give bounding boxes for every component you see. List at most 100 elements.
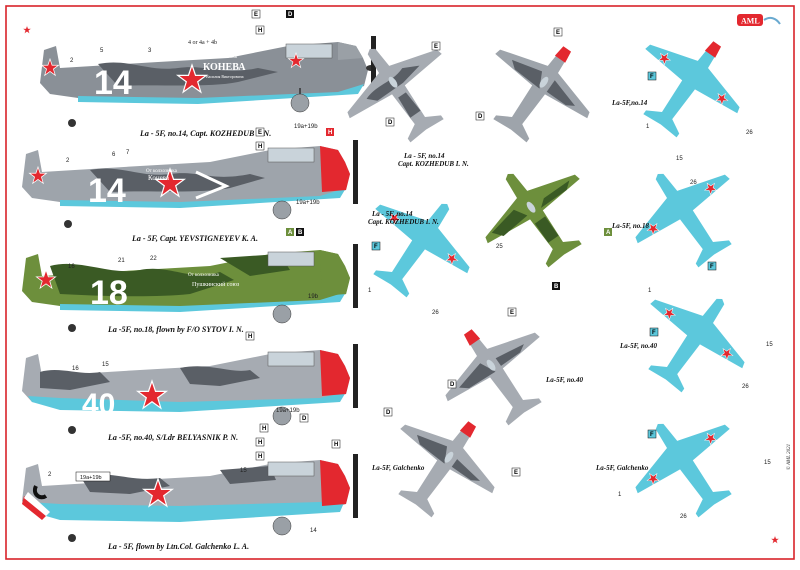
- plan-underside-no40: [618, 266, 769, 413]
- side4-number: 40: [82, 388, 115, 421]
- svg-text:22: 22: [150, 256, 157, 262]
- plan-underside-1: [613, 11, 764, 158]
- plan-caption-kozhedub-top-1: La - 5F, no.14: [403, 152, 445, 160]
- svg-text:15: 15: [766, 342, 773, 348]
- plan-caption-no40-mid: La-5F, no.40: [545, 376, 584, 384]
- side2-inscription-1: От колхозника: [146, 169, 178, 174]
- plan-caption-no14-right: La-5F,no.14: [611, 99, 648, 107]
- svg-text:E: E: [556, 30, 560, 36]
- svg-text:F: F: [650, 74, 654, 80]
- svg-text:H: H: [248, 334, 252, 340]
- svg-text:H: H: [262, 426, 266, 432]
- corner-star-top: [22, 25, 32, 34]
- svg-text:15: 15: [764, 460, 771, 466]
- side2-inscription-2: Конева: [148, 174, 170, 182]
- svg-text:E: E: [258, 130, 262, 136]
- corner-star-bottom: [770, 535, 780, 544]
- svg-text:26: 26: [680, 514, 687, 520]
- side-view-2: 14 От колхозника Конева E H H 2 6 7 19a+…: [22, 127, 358, 228]
- svg-text:5: 5: [100, 48, 104, 54]
- plan-callouts: 1 26 15 26 1 26 25 1 15 26 1 26 15: [368, 124, 773, 520]
- svg-text:A: A: [606, 230, 611, 236]
- svg-text:E: E: [434, 44, 438, 50]
- side1-inscription-3: Василия Викторовича: [206, 74, 244, 79]
- svg-text:F: F: [374, 244, 378, 250]
- svg-text:AML: AML: [741, 17, 760, 26]
- plan-kozhedub-top: [323, 16, 474, 163]
- side2-number: 14: [88, 172, 126, 210]
- svg-text:16: 16: [68, 264, 75, 270]
- side5-caption: La - 5F, flown by Ltn.Col. Galchenko L. …: [107, 542, 249, 551]
- plan-caption-no18-right: La-5F, no.18: [611, 222, 650, 230]
- svg-text:1: 1: [368, 288, 372, 294]
- svg-text:H: H: [258, 440, 262, 446]
- plan-caption-kozhedub-blue-2: Capt. KOZHEDUB I. N.: [368, 218, 439, 226]
- svg-text:F: F: [652, 330, 656, 336]
- side1-number: 14: [94, 64, 132, 102]
- svg-text:H: H: [328, 130, 332, 136]
- svg-text:19a+19b: 19a+19b: [276, 408, 300, 414]
- svg-text:14: 14: [310, 528, 317, 534]
- svg-text:26: 26: [742, 384, 749, 390]
- svg-text:E: E: [514, 470, 518, 476]
- svg-text:D: D: [288, 12, 293, 18]
- svg-text:D: D: [386, 410, 391, 416]
- plan-galchenko-top: [368, 391, 519, 538]
- svg-text:F: F: [710, 264, 714, 270]
- plan-caption-kozhedub-top-2: Capt. KOZHEDUB I. N.: [398, 160, 469, 168]
- plan-underside-kozhedub: [343, 171, 494, 318]
- side1-inscription-1: От колхозника: [206, 55, 238, 60]
- svg-text:7: 7: [126, 150, 130, 156]
- plan-yevstigneyev-top: [463, 16, 614, 163]
- plan-letter-boxes: E D E D F F A B F F D E E D F: [371, 27, 717, 477]
- svg-text:19a+19b: 19a+19b: [294, 124, 318, 130]
- plan-caption-no40-right: La-5F, no.40: [619, 342, 658, 350]
- svg-text:16: 16: [72, 366, 79, 372]
- plan-caption-galchenko-right: La-5F, Galchenko: [595, 464, 649, 472]
- svg-text:15: 15: [676, 156, 683, 162]
- svg-text:F: F: [650, 432, 654, 438]
- svg-text:15: 15: [240, 468, 247, 474]
- svg-text:1: 1: [618, 492, 622, 498]
- side3-number: 18: [90, 274, 128, 312]
- side-view-1: 14 От колхозника КОНЕВА Василия Викторов…: [40, 9, 376, 130]
- side3-inscription-1: От колхозника: [188, 273, 220, 278]
- plan-underside-no18: [611, 141, 762, 288]
- svg-text:H: H: [258, 144, 262, 150]
- svg-text:A: A: [288, 230, 293, 236]
- side2-caption: La - 5F, Capt. YEVSTIGNEYEV K. A.: [131, 234, 258, 243]
- svg-text:D: D: [302, 416, 307, 422]
- side-view-4: 40 H H D 16 15 19a+19b: [22, 331, 358, 434]
- side3-inscription-2: Пушкинский союз: [192, 281, 240, 288]
- side1-inscription-2: КОНЕВА: [203, 62, 246, 73]
- copyright: © AML 2021: [786, 444, 792, 470]
- svg-text:D: D: [478, 114, 483, 120]
- svg-text:H: H: [258, 454, 262, 460]
- sheet-border: [5, 5, 795, 560]
- svg-text:D: D: [450, 382, 455, 388]
- plan-sytov-top: [461, 141, 612, 288]
- svg-text:B: B: [298, 230, 303, 236]
- brand-logo: AML: [737, 14, 781, 26]
- svg-text:19b: 19b: [308, 294, 319, 300]
- side3-caption: La -5F, no.18, flown by F/O SYTOV I. N.: [107, 325, 244, 334]
- svg-text:2: 2: [70, 58, 74, 64]
- svg-text:E: E: [254, 12, 258, 18]
- svg-text:19a+19b: 19a+19b: [80, 475, 102, 481]
- side1-caption: La - 5F, no.14, Capt. KOZHEDUB I. N.: [139, 129, 271, 138]
- side-view-5: H H H 19a+19b 2 15 14: [22, 437, 358, 542]
- plan-no40-top: [421, 299, 572, 446]
- svg-text:E: E: [510, 310, 514, 316]
- svg-text:6: 6: [112, 152, 116, 158]
- svg-text:2: 2: [66, 158, 70, 164]
- plan-caption-galchenko-left: La-5F, Galchenko: [371, 464, 425, 472]
- svg-text:19a+19b: 19a+19b: [296, 200, 320, 206]
- svg-text:1: 1: [648, 288, 652, 294]
- svg-text:26: 26: [690, 180, 697, 186]
- svg-text:H: H: [258, 28, 262, 34]
- svg-text:B: B: [554, 284, 559, 290]
- svg-text:21: 21: [118, 258, 125, 264]
- svg-text:3: 3: [148, 48, 152, 54]
- svg-text:2: 2: [48, 472, 52, 478]
